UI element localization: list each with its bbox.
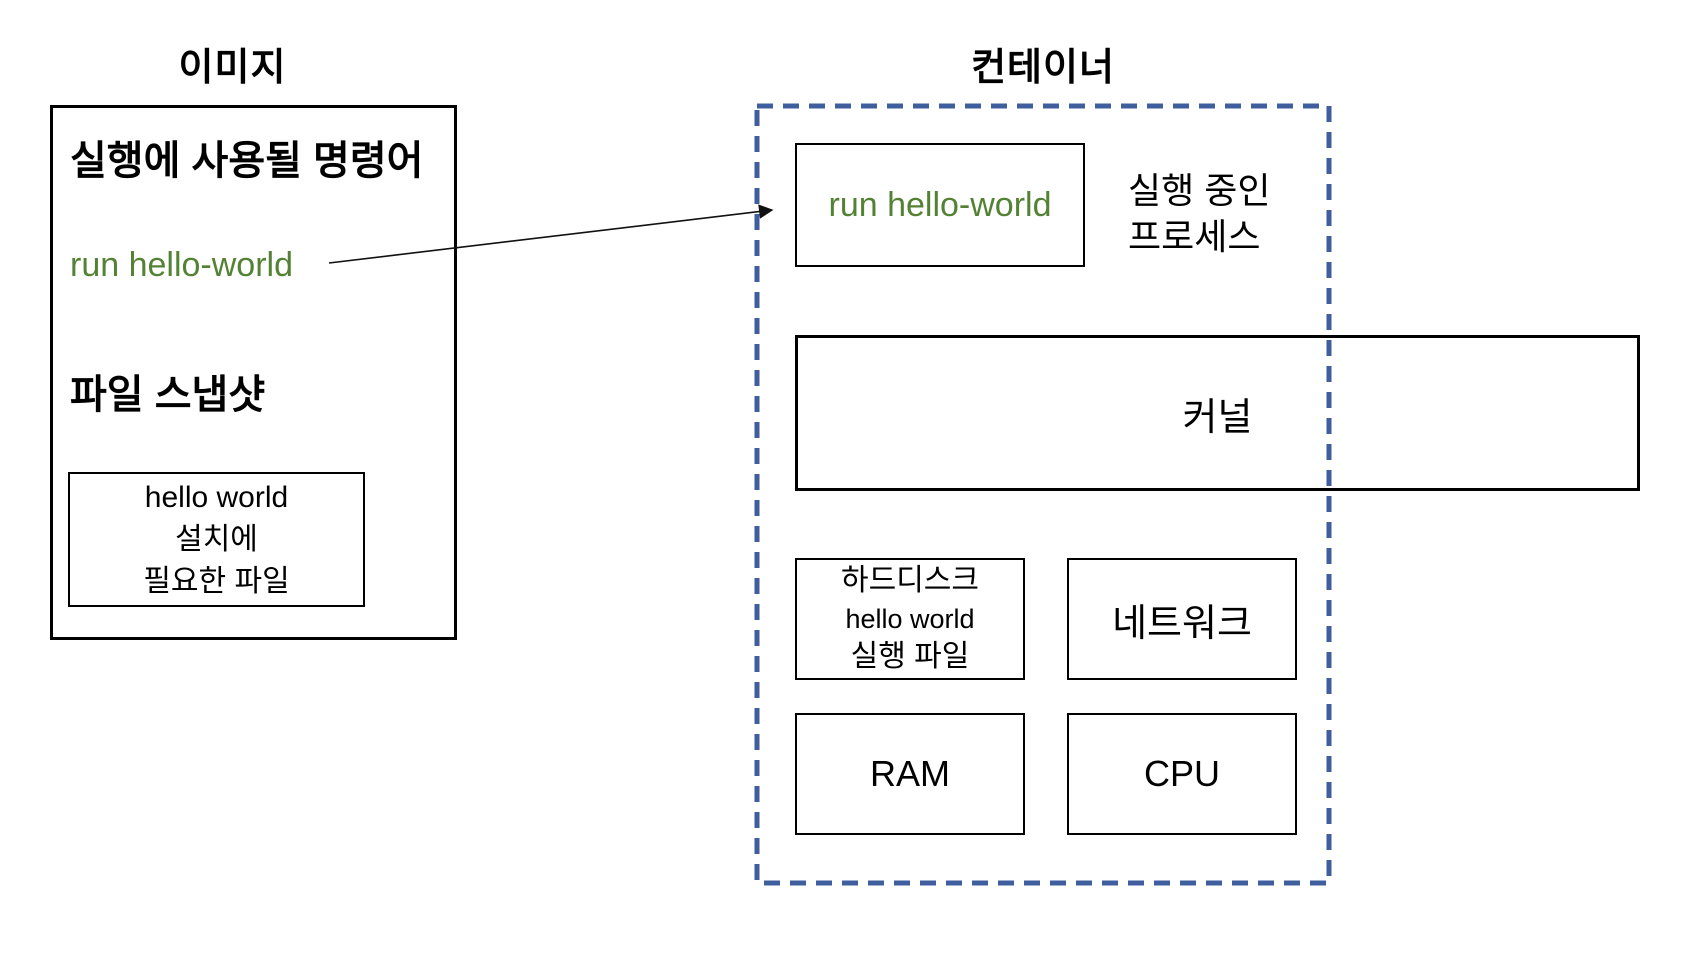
kernel-box-label: 커널 [1182, 396, 1253, 439]
snapshot-box-line-3: 필요한 파일 [143, 564, 290, 598]
running-process-command-text: run hello-world [828, 186, 1052, 224]
image-panel-title: 이미지 [178, 47, 287, 89]
cpu-box: CPU [1067, 713, 1297, 835]
image-snapshot-heading: 파일 스냅샷 [70, 373, 266, 417]
snapshot-files-box: hello world 설치에 필요한 파일 [68, 472, 365, 607]
snapshot-box-line-2: 설치에 [175, 522, 258, 556]
network-box-label: 네트워크 [1112, 602, 1252, 645]
harddisk-box-line-3: 실행 파일 [850, 640, 970, 673]
running-process-label-line-1: 실행 중인 [1128, 170, 1271, 211]
kernel-box: 커널 [795, 335, 1640, 491]
container-panel-title: 컨테이너 [971, 47, 1115, 89]
harddisk-box: 하드디스크 hello world 실행 파일 [795, 558, 1025, 680]
running-process-box: run hello-world [795, 143, 1085, 267]
running-process-label-line-2: 프로세스 [1128, 216, 1261, 257]
image-command-text: run hello-world [70, 246, 293, 284]
cpu-box-label: CPU [1143, 753, 1220, 794]
ram-box-label: RAM [870, 753, 950, 794]
ram-box: RAM [795, 713, 1025, 835]
harddisk-box-line-1: 하드디스크 [841, 564, 979, 597]
network-box: 네트워크 [1067, 558, 1297, 680]
harddisk-box-line-2: hello world [845, 604, 975, 634]
image-commands-heading: 실행에 사용될 명령어 [70, 139, 424, 183]
running-process-label: 실행 중인 프로세스 [1128, 168, 1270, 260]
snapshot-box-line-1: hello world [144, 480, 289, 514]
